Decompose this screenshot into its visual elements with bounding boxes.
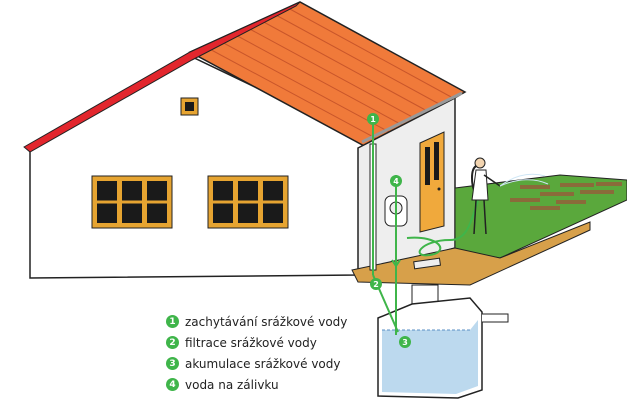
door-glass-1 — [425, 147, 430, 185]
svg-text:4: 4 — [393, 177, 399, 186]
door-handle — [437, 187, 441, 191]
legend-label: voda na zálivku — [185, 377, 279, 392]
marker-4: 4 — [390, 175, 402, 187]
legend-item-3: 3 akumulace srážkové vody — [166, 353, 386, 374]
vegetable-beds — [510, 182, 622, 210]
svg-text:1: 1 — [370, 115, 376, 124]
overflow-pipe — [482, 313, 509, 323]
attic-window-glass — [185, 102, 194, 111]
legend-label: akumulace srážkové vody — [185, 356, 341, 371]
roof-tile-lines — [203, 7, 454, 141]
door — [419, 131, 445, 233]
legend-label: filtrace srážkové vody — [185, 335, 317, 350]
door-glass-2 — [434, 142, 439, 180]
legend-number-badge: 3 — [166, 357, 179, 370]
marker-3: 3 — [399, 336, 411, 348]
marker-1: 1 — [367, 113, 379, 125]
gable-edge — [23, 1, 301, 153]
marker-2: 2 — [370, 278, 382, 290]
legend-number-badge: 2 — [166, 336, 179, 349]
legend: 1 zachytávání srážkové vody 2 filtrace s… — [166, 311, 386, 395]
legend-label: zachytávání srážkové vody — [185, 314, 348, 329]
legend-item-2: 2 filtrace srážkové vody — [166, 332, 386, 353]
svg-text:3: 3 — [402, 338, 408, 347]
drain-grate — [413, 257, 441, 270]
svg-text:2: 2 — [373, 280, 379, 289]
legend-item-1: 1 zachytávání srážkové vody — [166, 311, 386, 332]
legend-item-4: 4 voda na zálivku — [166, 374, 386, 395]
legend-number-badge: 1 — [166, 315, 179, 328]
legend-number-badge: 4 — [166, 378, 179, 391]
roof-gutter — [361, 91, 463, 144]
woman-watering-figure — [471, 157, 501, 235]
garden-hose — [406, 194, 481, 257]
water-spray — [499, 173, 549, 187]
